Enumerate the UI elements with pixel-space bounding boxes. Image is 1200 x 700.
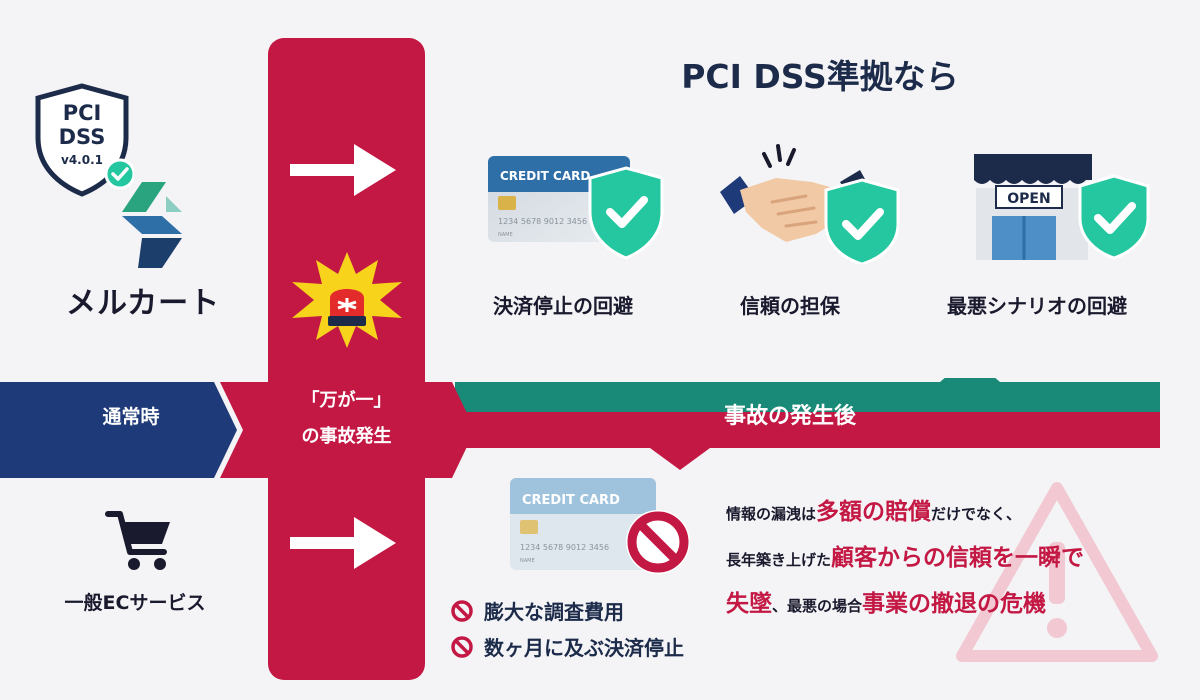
store-shield-icon: OPEN [974,154,1150,260]
risk-description: 情報の漏洩は多額の賠償だけでなく、 長年築き上げた顧客からの信頼を一瞬で 失墜、… [726,490,1186,628]
after-band-top [455,378,1160,412]
desc-highlight: 多額の賠償 [816,499,932,525]
credit-card-shield-icon: CREDIT CARD 1234 5678 9012 3456 NAME [488,156,664,260]
label-incident: 「万が一」 の事故発生 [268,383,425,455]
merucart-logo-icon [122,182,182,268]
card-name: NAME [520,558,535,564]
label-normal-time: 通常時 [102,406,160,428]
ban-icon [451,635,473,658]
risk-item: 膨大な調査費用 [450,596,624,625]
pci-dss-badge-icon: PCI DSS v4.0.1 [35,83,134,197]
arrow-right-icon [290,517,396,569]
normal-band [0,382,237,478]
card-number: 1234 5678 9012 3456 [520,543,609,552]
desc-line3: 失墜、最悪の場合事業の撤退の危機 [726,582,1186,628]
warning-icon [956,482,1158,662]
incident-line2: の事故発生 [301,426,392,447]
incident-line1: 「万が一」 [301,390,392,411]
after-band-bottom [455,412,1160,470]
handshake-shield-icon [720,144,900,264]
ban-icon [451,599,473,622]
card-number: 1234 5678 9012 3456 [498,217,587,226]
benefit-label: 決済停止の回避 [493,294,633,318]
badge-line2: DSS [59,125,106,149]
badge-check-icon [104,158,134,190]
desc-text: 、最悪の場合 [772,597,863,615]
card-name: NAME [498,232,513,238]
benefit-label: 信頼の担保 [740,294,840,318]
top-title: PCI DSS準拠なら [681,57,959,96]
label-after-incident: 事故の発生後 [723,404,856,429]
risk-label: 膨大な調査費用 [484,600,624,624]
desc-highlight: 顧客からの信頼を一瞬で [831,545,1085,571]
desc-line2: 長年築き上げた顧客からの信頼を一瞬で [726,536,1186,582]
ec-service-label: 一般ECサービス [64,592,206,614]
badge-line1: PCI [63,101,102,125]
desc-highlight: 事業の撤退の危機 [862,591,1047,617]
benefit-label: 最悪シナリオの回避 [947,294,1127,318]
card-text: CREDIT CARD [522,493,620,508]
timeline-band [0,378,1160,478]
store-sign: OPEN [1007,191,1050,207]
risk-item: 数ヶ月に及ぶ決済停止 [450,632,684,661]
desc-text: 長年築き上げた [726,551,832,569]
incident-band [220,382,475,478]
credit-card-blocked-icon: CREDIT CARD 1234 5678 9012 3456 NAME [510,478,690,574]
card-text: CREDIT CARD [500,169,590,183]
incident-column [268,38,425,680]
risk-label: 数ヶ月に及ぶ決済停止 [484,636,684,660]
siren-alert-icon [292,252,402,348]
desc-text: だけでなく、 [931,505,1022,523]
desc-highlight: 失墜 [726,591,772,617]
brand-name: メルカート [66,286,221,321]
badge-version: v4.0.1 [61,153,103,167]
arrow-right-icon [290,144,396,196]
desc-text: 情報の漏洩は [726,505,817,523]
desc-line1: 情報の漏洩は多額の賠償だけでなく、 [726,490,1186,536]
shopping-cart-icon [105,511,170,570]
